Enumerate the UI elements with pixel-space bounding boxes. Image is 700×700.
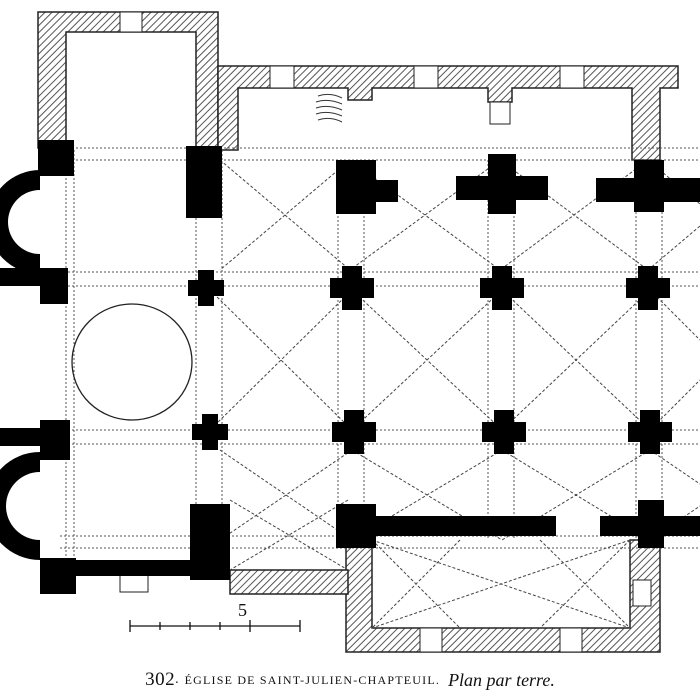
- scale-label: 5: [238, 600, 247, 620]
- pier: [628, 410, 672, 454]
- figure-caption: 302 . ÉGLISE DE SAINT-JULIEN-CHAPTEUIL. …: [145, 669, 555, 690]
- stair-symbol: [315, 93, 343, 123]
- hatched-walls: [37, 11, 679, 653]
- dome-circle: [71, 303, 193, 421]
- pier: [192, 414, 228, 450]
- vault-ribs: [209, 159, 700, 629]
- apses: [0, 170, 40, 560]
- window-openings: [119, 11, 652, 653]
- floor-plan-drawing: 5: [0, 11, 700, 653]
- southwest-wall: [229, 569, 349, 595]
- northwest-tower-wall: [37, 11, 219, 151]
- pier: [480, 266, 524, 310]
- solid-walls: [0, 140, 700, 594]
- pier: [330, 266, 374, 310]
- pier: [332, 410, 376, 454]
- pier: [626, 266, 670, 310]
- north-apse: [0, 170, 40, 274]
- pier: [482, 410, 526, 454]
- south-chapel-wall: [345, 539, 661, 653]
- figure-number: 302: [145, 669, 176, 690]
- figure-title: ÉGLISE DE SAINT-JULIEN-CHAPTEUIL.: [184, 672, 441, 687]
- nave-piers: [188, 266, 672, 454]
- scale-bar: [129, 620, 301, 632]
- south-apse: [0, 452, 40, 560]
- north-aisle-wall: [217, 65, 679, 161]
- pier: [188, 270, 224, 306]
- figure-subtitle: Plan par terre.: [448, 669, 555, 690]
- transverse-arches: [60, 147, 700, 570]
